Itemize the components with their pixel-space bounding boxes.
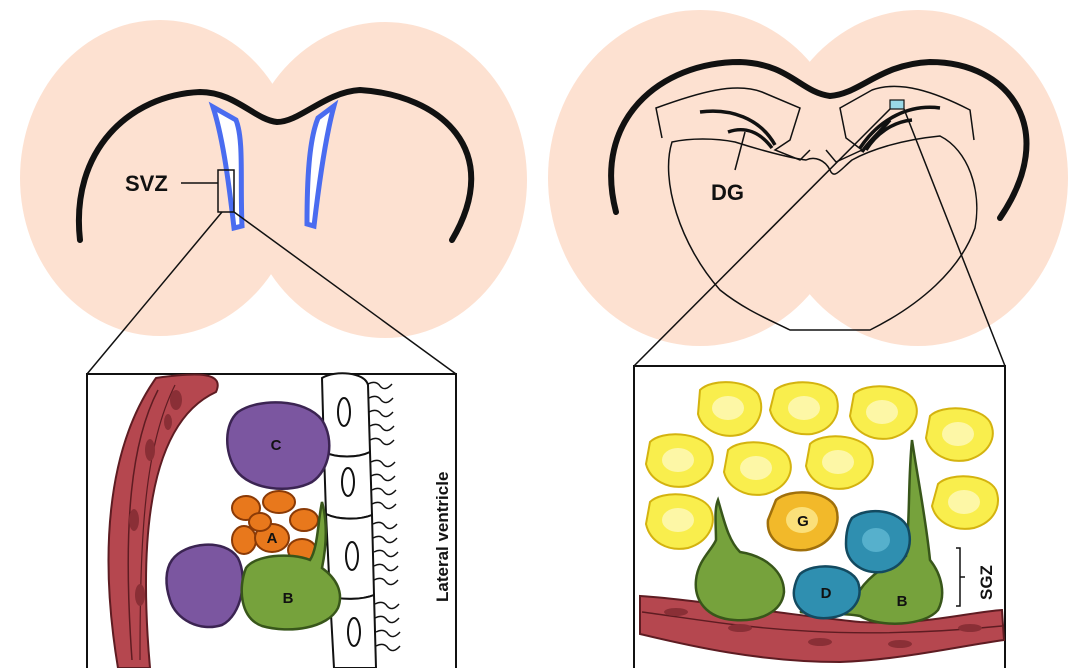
cell-g-label: G	[797, 513, 809, 530]
cell-d: D	[794, 566, 860, 618]
sgz-zoom-box	[890, 100, 904, 109]
granule-cell	[724, 442, 791, 495]
right-panel: DG	[548, 10, 1068, 668]
cell-a-label: A	[267, 530, 278, 547]
lateral-ventricle-label: Lateral ventricle	[433, 472, 452, 602]
dg-label: DG	[711, 180, 744, 205]
cell-a	[290, 509, 318, 531]
svz-label: SVZ	[125, 171, 168, 196]
cell-c-lower	[166, 545, 242, 627]
left-panel: SVZ	[20, 20, 527, 668]
granule-cell	[806, 436, 873, 489]
granule-cell	[850, 386, 917, 439]
granule-cell	[646, 494, 713, 549]
cell-b-label: B	[897, 593, 908, 610]
right-brain-section: DG	[548, 10, 1068, 366]
cell-c-label: C	[271, 437, 282, 454]
sgz-inset: B G D SGZ	[634, 366, 1005, 668]
granule-cell	[646, 434, 713, 487]
left-brain-hemisphere-right	[243, 22, 527, 338]
ependymal-cell	[324, 452, 372, 519]
granule-cell	[770, 382, 838, 434]
cell-b-label: B	[283, 590, 294, 607]
cell-d-upper	[846, 511, 910, 572]
cell-d-label: D	[821, 585, 832, 602]
cell-a	[232, 526, 256, 554]
cell-c: C	[227, 402, 329, 488]
granule-cell	[926, 408, 993, 461]
left-brain-section: SVZ	[20, 20, 527, 374]
cell-a	[249, 513, 271, 531]
cell-g: G	[768, 492, 838, 550]
granule-cell	[698, 382, 761, 436]
sgz-label: SGZ	[977, 565, 996, 600]
granule-cell	[932, 476, 998, 529]
svz-inset: Lateral ventricle C A B	[87, 373, 456, 668]
cell-a	[263, 491, 295, 513]
